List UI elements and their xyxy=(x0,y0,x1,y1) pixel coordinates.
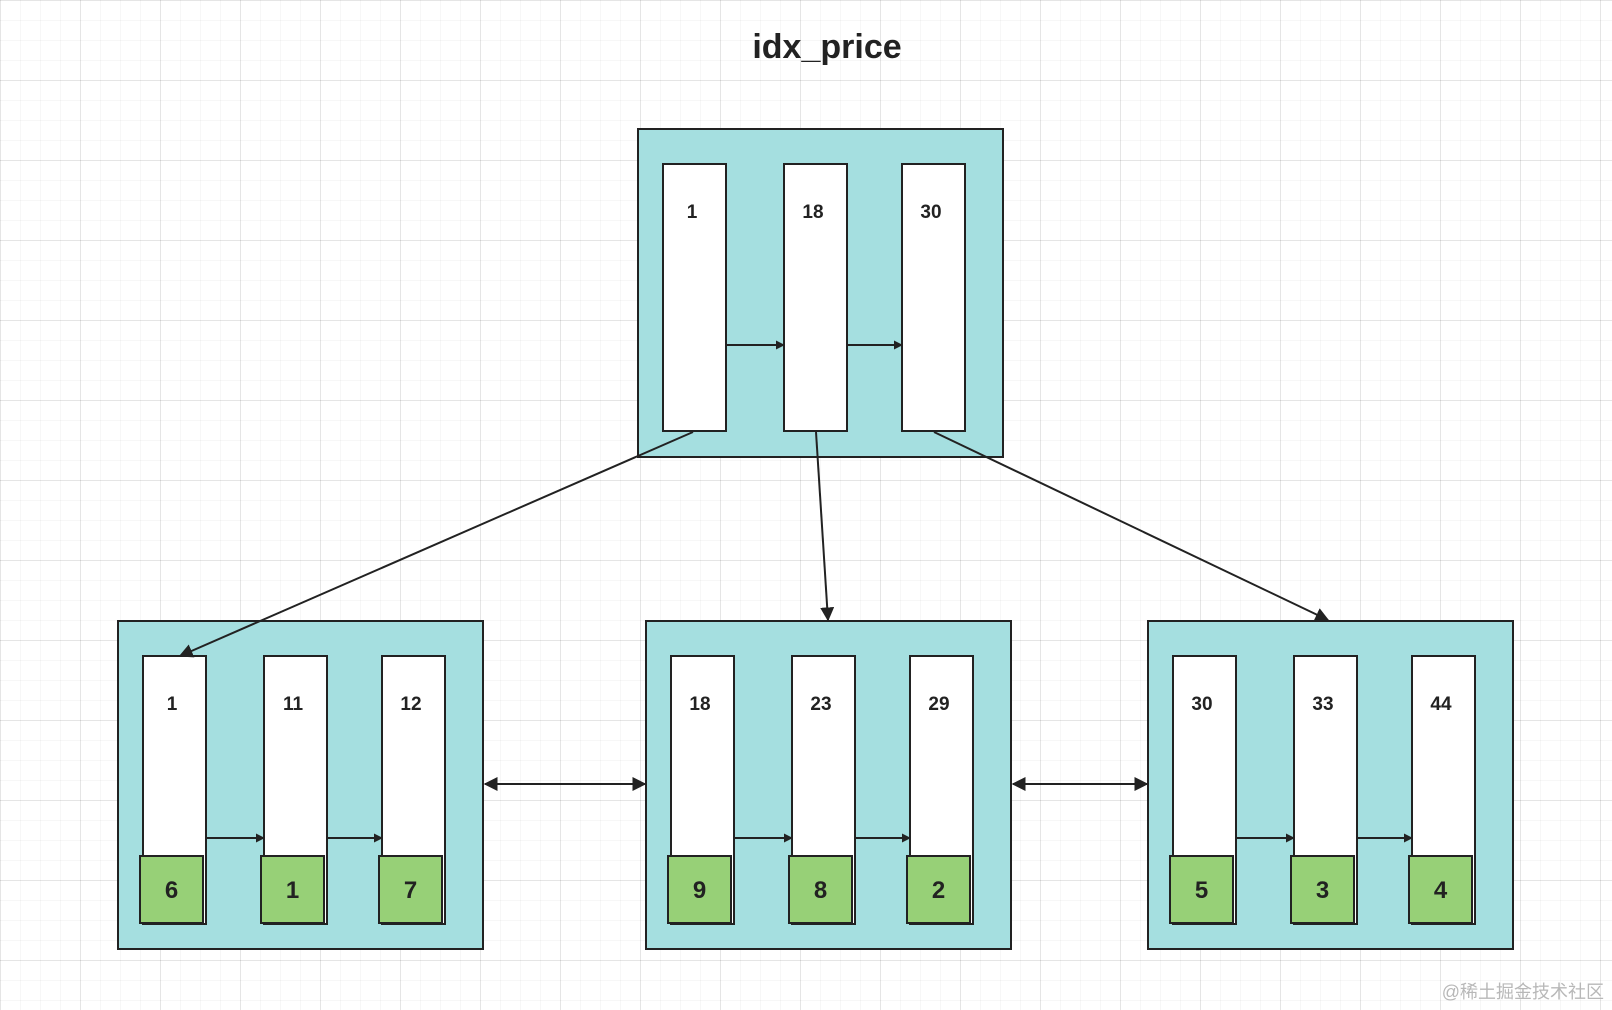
row-pointer-box xyxy=(788,855,853,924)
leaf-key-label: 18 xyxy=(689,694,710,715)
edges-layer xyxy=(178,340,1413,843)
row-pointer-label: 7 xyxy=(404,877,417,904)
row-pointer-box xyxy=(139,855,204,924)
root-key-label: 18 xyxy=(802,202,823,223)
root-to-leaf-arrow xyxy=(178,431,694,658)
watermark: @稀土掘金技术社区 xyxy=(1442,982,1604,1002)
root-to-leaf-arrow xyxy=(933,431,1330,621)
row-pointer-label: 5 xyxy=(1195,877,1208,904)
leaf-key-label: 12 xyxy=(400,694,421,715)
row-pointer-label: 6 xyxy=(165,877,178,904)
leaf-key-label: 23 xyxy=(810,694,831,715)
row-pointer-label: 2 xyxy=(932,877,945,904)
leaf-key-label: 11 xyxy=(283,694,304,715)
row-pointer-box xyxy=(378,855,443,924)
row-pointer-box xyxy=(906,855,971,924)
root-key-slot xyxy=(662,163,727,432)
row-pointer-box xyxy=(1169,855,1234,924)
root-key-label: 1 xyxy=(687,202,698,223)
root-key-label: 30 xyxy=(920,202,941,223)
row-pointer-box xyxy=(667,855,732,924)
diagram-title: idx_price xyxy=(752,28,901,66)
leaf-key-label: 1 xyxy=(167,694,178,715)
leaf-key-label: 30 xyxy=(1191,694,1212,715)
leaf-node: 18 9 23 8 29 2 xyxy=(645,620,1012,950)
row-pointer-label: 1 xyxy=(286,877,299,904)
root-key-slot xyxy=(901,163,966,432)
leaf-key-label: 44 xyxy=(1430,694,1452,715)
row-pointer-box xyxy=(1408,855,1473,924)
row-pointer-label: 4 xyxy=(1434,877,1448,904)
row-pointer-label: 9 xyxy=(693,877,706,904)
row-pointer-label: 3 xyxy=(1316,877,1329,904)
leaf-key-label: 33 xyxy=(1312,694,1333,715)
root-node: 1 18 30 xyxy=(637,128,1004,458)
root-key-slot xyxy=(783,163,848,432)
root-to-leaf-arrow xyxy=(815,431,835,622)
row-pointer-box xyxy=(260,855,325,924)
row-pointer-label: 8 xyxy=(814,877,827,904)
leaf-key-label: 29 xyxy=(928,694,949,715)
row-pointer-box xyxy=(1290,855,1355,924)
